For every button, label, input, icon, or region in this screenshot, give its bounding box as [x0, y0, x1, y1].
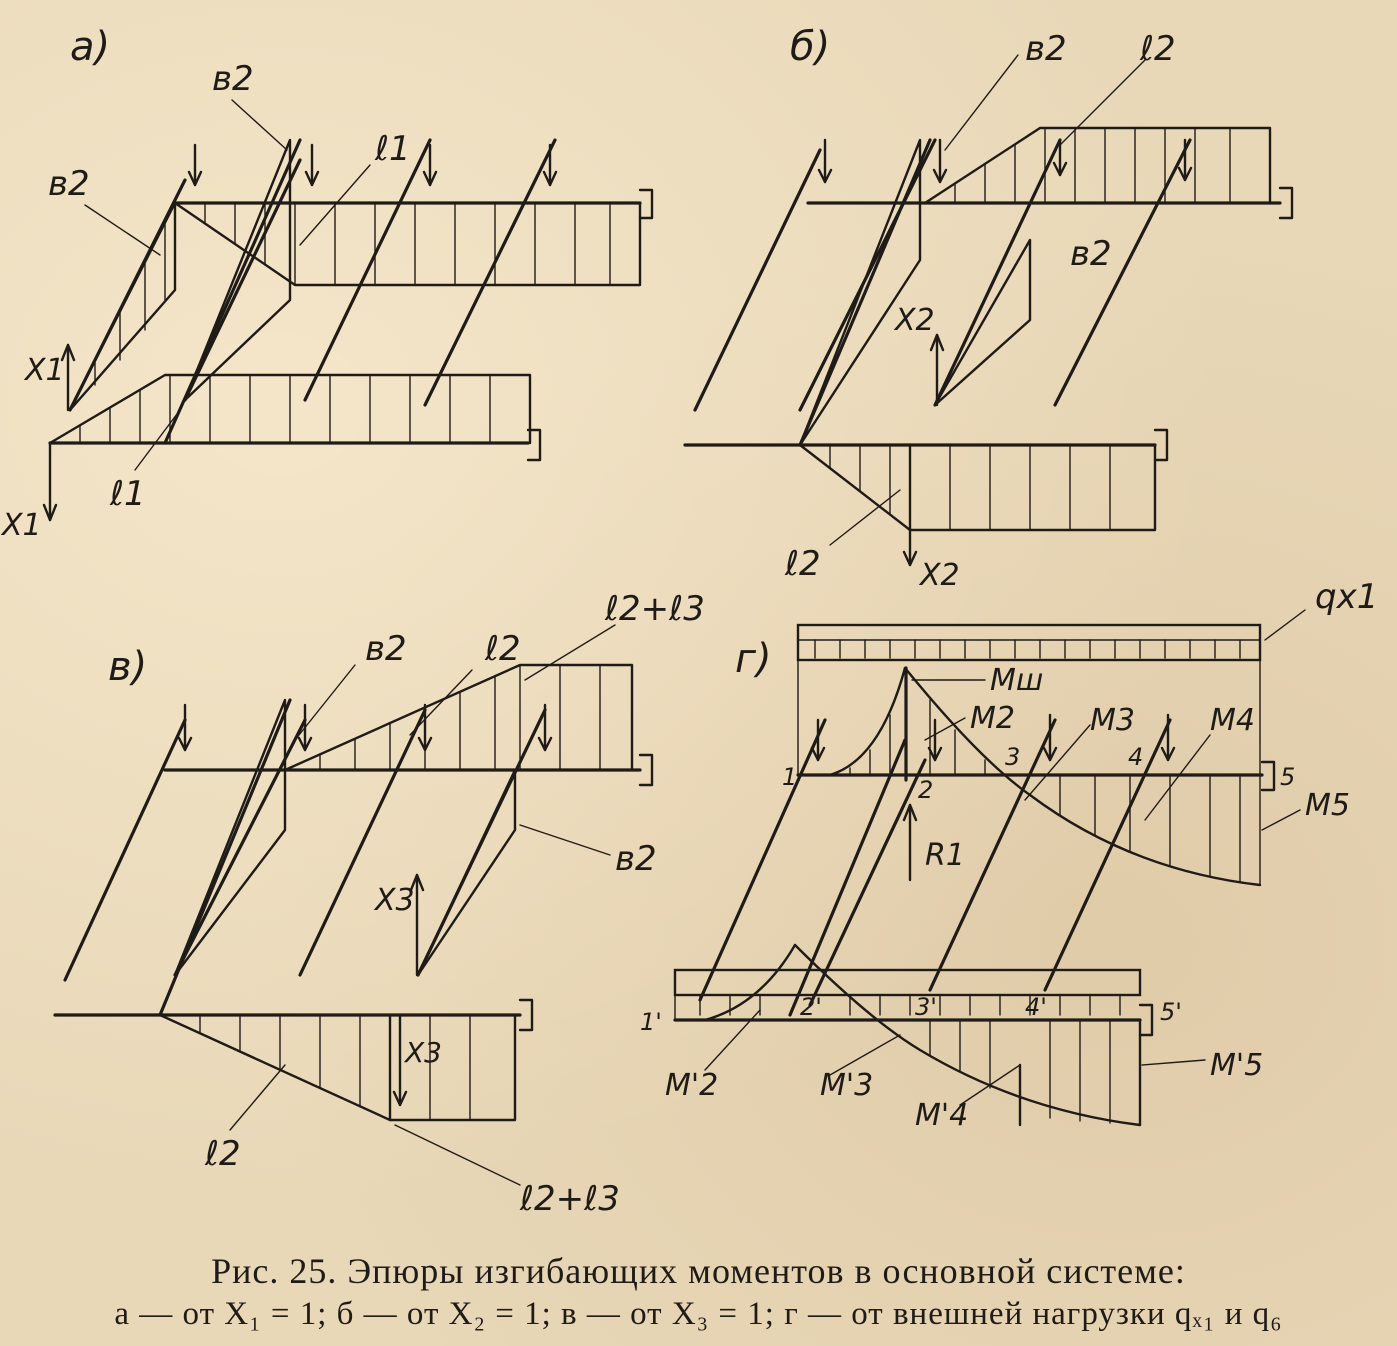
panel-d-label-node3: 3	[1005, 743, 1020, 771]
panel-d-label-node1p: 1'	[640, 1008, 662, 1036]
panel-d-lower-load	[673, 968, 1142, 997]
panel-d-label-node3p: 3'	[915, 993, 937, 1021]
panel-b-label-l2-top: ℓ2	[1139, 29, 1176, 69]
panel-d-label-m4: M4	[1210, 703, 1255, 738]
panel-b-upper-support	[1278, 186, 1294, 220]
panel-a-arrows	[42, 143, 558, 522]
panel-d-curve-mw	[828, 666, 907, 777]
panel-c-label-x3-down: X3	[403, 1036, 442, 1069]
panel-d-load-qx1	[796, 623, 1262, 662]
panel-b-upper-epure	[923, 126, 1272, 205]
panel-b-label-b2-mid: в2	[1070, 234, 1112, 274]
panel-d-label-m5p: M'5	[1210, 1048, 1263, 1083]
diagram-figure: а) в2 в2 ℓ1 ℓ1 X1 X1	[0, 24, 1378, 1219]
panel-d-label-m5: M5	[1305, 788, 1350, 823]
panel-a-label-b2-left: в2	[48, 164, 90, 204]
panel-c: в) в2 ℓ2 ℓ2+ℓ3 в2 X3 X3 ℓ2 ℓ2+ℓ3	[53, 589, 705, 1219]
panel-d-label-node5p: 5'	[1160, 998, 1182, 1026]
panel-d-label-node4: 4	[1128, 743, 1143, 771]
panel-c-upper-epure	[283, 663, 634, 772]
panel-a-label-x1-down: X1	[0, 508, 42, 543]
panel-a-lower-epure	[48, 373, 532, 445]
panel-d-label-m2p: M'2	[665, 1068, 718, 1103]
panel-c-label-l2l3-bottom: ℓ2+ℓ3	[519, 1179, 620, 1219]
panel-a-label-b2-top: в2	[212, 59, 254, 99]
panel-c-label-x3-up: X3	[373, 883, 415, 918]
panel-b-label-x2-down: X2	[918, 558, 960, 593]
panel-d-label: г)	[735, 636, 772, 682]
panel-c-label-l2-top: ℓ2	[484, 629, 521, 669]
panel-a: а) в2 в2 ℓ1 ℓ1 X1 X1	[0, 24, 654, 543]
panel-d-curve-m	[903, 666, 1262, 887]
panel-a-label: а)	[70, 24, 110, 70]
panel-d-label-node4p: 4'	[1025, 993, 1047, 1021]
figure-caption-legend: а — от X₁ = 1; б — от X₂ = 1; в — от X₃ …	[114, 1296, 1283, 1332]
panel-a-label-l1-top: ℓ1	[374, 129, 411, 169]
panel-b-lower-support	[1153, 428, 1169, 462]
panel-a-lower-hatching	[79, 374, 491, 444]
panel-d-label-r1: R1	[925, 838, 965, 873]
panel-a-upper-support	[638, 188, 654, 220]
panel-c-label-b2-top: в2	[365, 629, 407, 669]
panel-d-label-m3p: M'3	[820, 1068, 873, 1103]
panel-a-label-l1-bottom: ℓ1	[109, 474, 146, 514]
panel-c-lower-epure	[158, 1013, 517, 1122]
panel-c-label: в)	[108, 644, 147, 690]
panel-c-label-b2-mid: в2	[615, 839, 657, 879]
panel-b: б) в2 ℓ2 в2 X2 ℓ2 X2	[683, 24, 1294, 593]
panel-b-lower-epure	[798, 443, 1157, 532]
figure-caption-title: Рис. 25. Эпюры изгибающих моментов в осн…	[211, 1251, 1186, 1291]
panel-b-label-b2-top: в2	[1025, 29, 1067, 69]
panel-d-label-m3: M3	[1090, 703, 1135, 738]
panel-d-label-m2: M2	[970, 701, 1015, 736]
panel-b-label: б)	[790, 24, 830, 70]
panel-a-upper-hatching	[204, 202, 611, 286]
panel-d-load-arrows	[814, 639, 1241, 659]
panel-b-label-x2-up: X2	[893, 303, 935, 338]
panel-d-label-node2: 2	[918, 776, 933, 804]
panel-d-label-node5: 5	[1280, 763, 1295, 791]
panel-d-label-m4p: M'4	[915, 1098, 968, 1133]
panel-a-label-x1-up: X1	[23, 353, 65, 388]
panel-d-label-node2p: 2'	[800, 993, 822, 1021]
panel-a-lower-support	[526, 428, 542, 462]
panel-c-label-l2l3-top: ℓ2+ℓ3	[604, 589, 705, 629]
panel-c-label-l2-bottom: ℓ2	[204, 1134, 241, 1174]
panel-d-label-qx1: qx1	[1315, 577, 1378, 617]
panel-b-label-l2-bottom: ℓ2	[784, 544, 821, 584]
panel-d: г) qx1 Mш M2 M3 M4 M5 1 2 3 4 5 R1 1' 2'…	[640, 577, 1378, 1133]
panel-d-label-node1: 1	[782, 763, 797, 791]
panel-d-label-mw: Mш	[990, 663, 1043, 698]
panel-a-mid-epure	[183, 138, 292, 402]
